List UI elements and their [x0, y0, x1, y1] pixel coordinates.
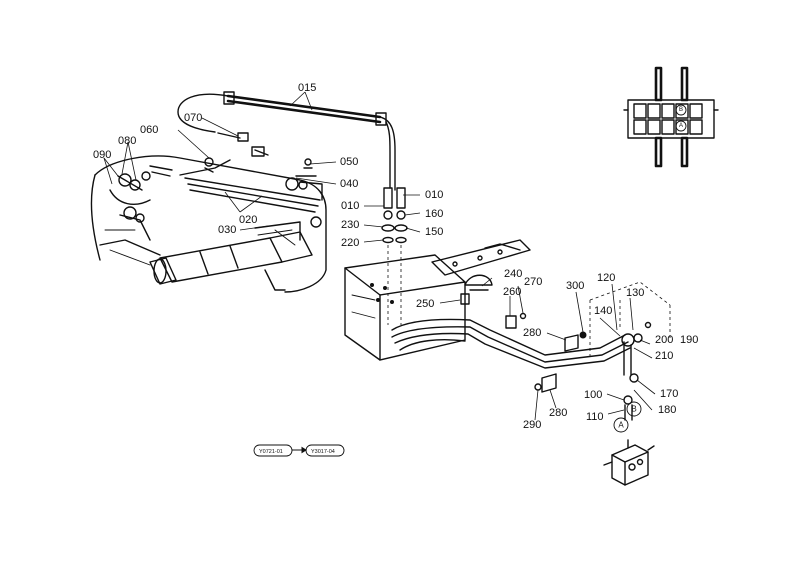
callout-240: 240 — [504, 268, 522, 280]
callout-160: 160 — [425, 208, 443, 220]
callout-020: 020 — [239, 214, 257, 226]
serial-to: Y3017-04 — [311, 449, 335, 455]
callout-290: 290 — [523, 419, 541, 431]
fitting-stack — [381, 187, 408, 325]
callout-120: 120 — [597, 272, 615, 284]
tank-and-pipes-illustration — [344, 239, 671, 421]
callout-180: 180 — [658, 404, 676, 416]
callout-010-right: 010 — [425, 189, 443, 201]
callout-060: 060 — [140, 124, 158, 136]
circled-markers: A B A B — [613, 104, 687, 433]
callout-280-lower: 280 — [549, 407, 567, 419]
callout-050: 050 — [340, 156, 358, 168]
serial-from: Y0721-01 — [259, 449, 283, 455]
callout-080: 080 — [118, 135, 136, 147]
marker-b-valve: B — [679, 107, 683, 113]
marker-b-lower: B — [631, 405, 636, 414]
callout-200: 200 — [655, 334, 673, 346]
callout-220: 220 — [341, 237, 359, 249]
loader-frame-illustration — [90, 91, 396, 293]
control-valve-illustration — [603, 439, 655, 486]
leader-lines — [103, 91, 656, 421]
callout-150: 150 — [425, 226, 443, 238]
callout-070: 070 — [184, 112, 202, 124]
callout-170: 170 — [660, 388, 678, 400]
callout-270: 270 — [524, 276, 542, 288]
callout-230: 230 — [341, 219, 359, 231]
marker-a-lower: A — [618, 421, 624, 430]
callout-280-upper: 280 — [523, 327, 541, 339]
callout-210: 210 — [655, 350, 673, 362]
marker-a-valve: A — [679, 123, 683, 129]
callout-190: 190 — [680, 334, 698, 346]
callout-030: 030 — [218, 224, 236, 236]
valve-block-schematic — [623, 66, 719, 168]
callout-110: 110 — [586, 411, 604, 423]
callout-090: 090 — [93, 149, 111, 161]
callout-130: 130 — [626, 287, 644, 299]
callout-015: 015 — [298, 82, 316, 94]
callout-labels: 015 070 060 080 090 050 040 020 030 010 … — [93, 82, 698, 431]
callout-250: 250 — [416, 298, 434, 310]
callout-140: 140 — [594, 305, 612, 317]
callout-300: 300 — [566, 280, 584, 292]
callout-100: 100 — [584, 389, 602, 401]
callout-010-left: 010 — [341, 200, 359, 212]
serial-range: Y0721-01 Y3017-04 — [253, 444, 345, 457]
callout-260: 260 — [503, 286, 521, 298]
callout-040: 040 — [340, 178, 358, 190]
